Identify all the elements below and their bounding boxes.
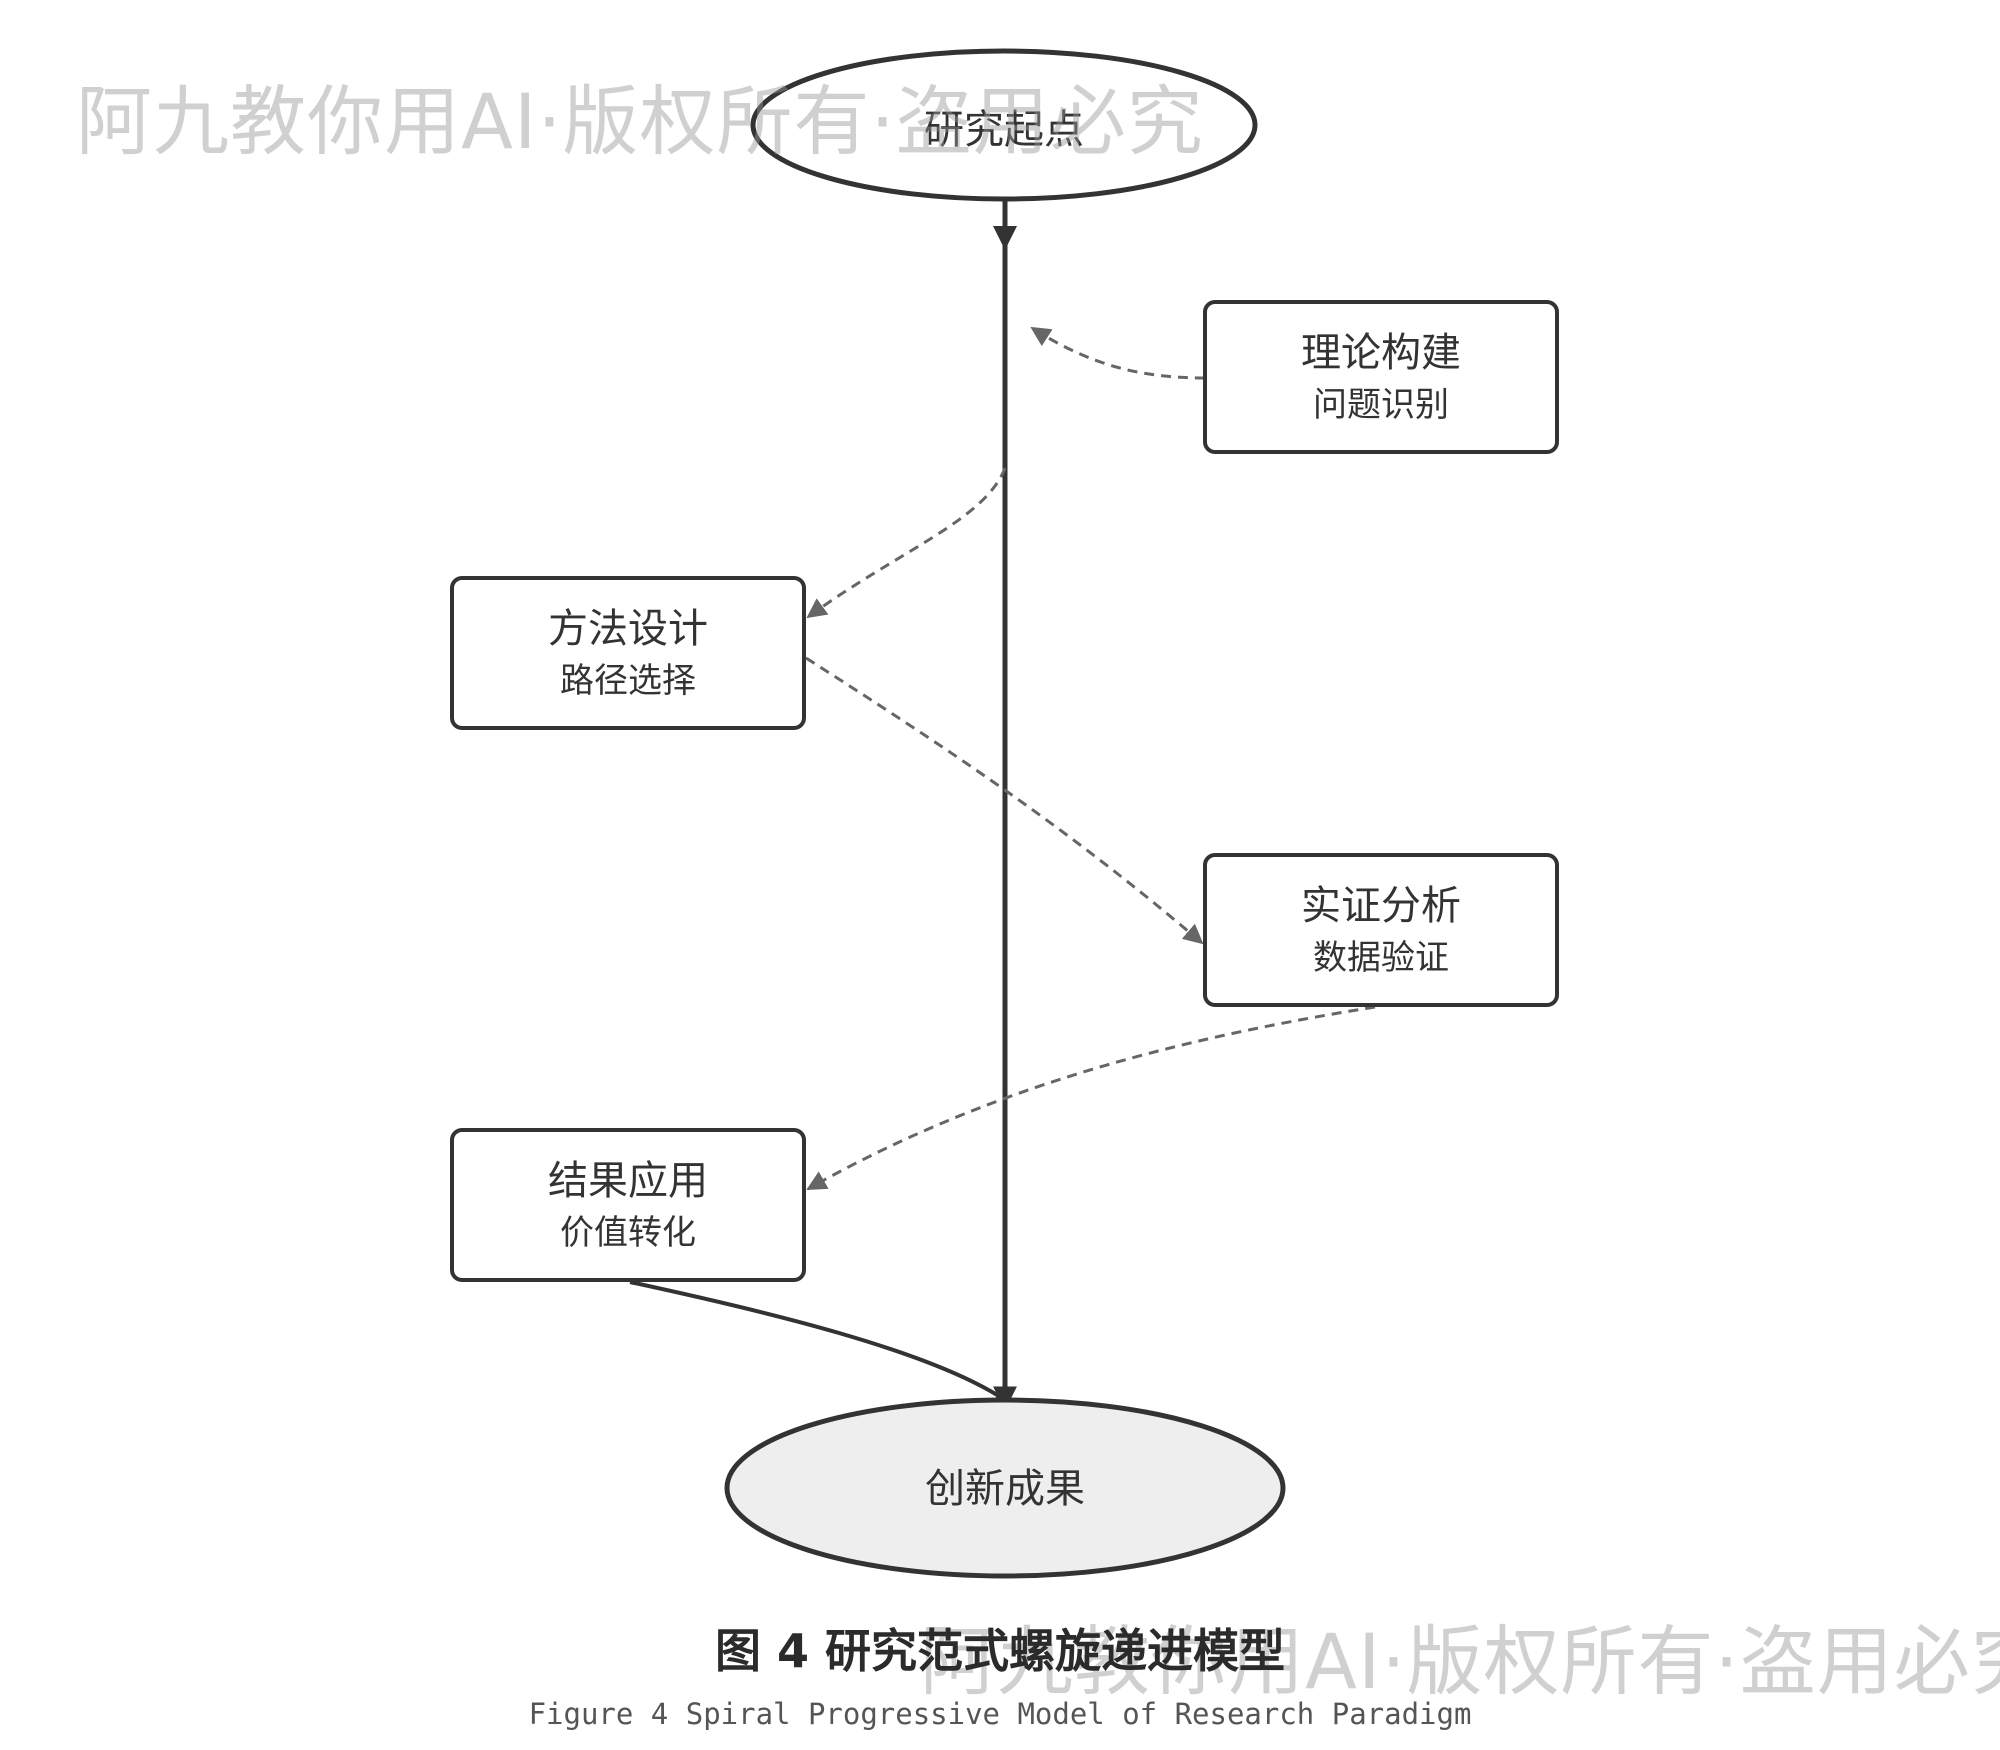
node-result: 结果应用 价值转化 [450,1128,806,1282]
node-result-subtitle: 价值转化 [560,1213,696,1253]
node-theory-title: 理论构建 [1301,330,1461,376]
empirical-to-result-dashed-arrow [806,1005,1376,1191]
result-to-end-arrow [629,1280,1007,1402]
figure-caption-english: Figure 4 Spiral Progressive Model of Res… [528,1697,1472,1731]
figure-caption-chinese: 图 4 研究范式螺旋递进模型 [714,1624,1286,1678]
watermark-bottom: 阿九教你用AI·版权所有·盗用必究 [920,1617,2000,1706]
node-end-label: 创新成果 [925,1466,1085,1512]
node-method-subtitle: 路径选择 [560,661,696,701]
node-start: 研究起点 [750,48,1258,202]
main-to-method-dashed-arrow [806,467,1007,619]
node-empirical: 实证分析 数据验证 [1203,853,1559,1007]
node-empirical-subtitle: 数据验证 [1313,938,1449,978]
node-theory: 理论构建 问题识别 [1203,300,1559,454]
node-start-label: 研究起点 [924,107,1084,153]
method-to-empirical-dashed-arrow [805,656,1204,945]
node-method-title: 方法设计 [548,606,708,652]
theory-to-main-dashed-arrow [1030,326,1206,380]
node-theory-subtitle: 问题识别 [1313,385,1449,425]
node-result-title: 结果应用 [548,1158,708,1204]
node-empirical-title: 实证分析 [1301,883,1461,929]
node-end: 创新成果 [724,1397,1286,1579]
node-method: 方法设计 路径选择 [450,576,806,730]
start-arrow-head [993,226,1017,250]
watermark-top: 阿九教你用AI·版权所有·盗用必究 [76,77,1204,166]
